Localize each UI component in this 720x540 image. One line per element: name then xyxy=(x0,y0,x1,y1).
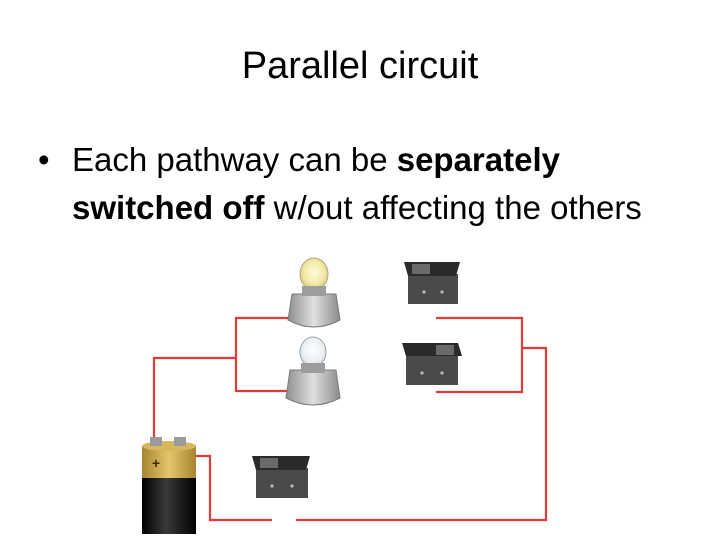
bulb-2-glass xyxy=(299,336,327,368)
bullet-marker: • xyxy=(38,141,50,178)
bullet-text-bold: separately switched off xyxy=(72,141,560,226)
switch-2 xyxy=(402,343,462,385)
bulb-2-socket xyxy=(285,369,341,406)
bulb-1-glass xyxy=(299,257,329,291)
bulb-1-socket xyxy=(287,293,341,328)
wire-to-middle-left xyxy=(152,356,236,440)
battery: + xyxy=(142,437,196,534)
switch-1 xyxy=(404,262,460,304)
slide-title: Parallel circuit xyxy=(241,45,479,87)
wire-upper-right xyxy=(436,316,524,394)
wire-upper-left xyxy=(234,316,292,393)
bullet-text-plain-1: Each pathway can be xyxy=(72,141,397,178)
bullet-text-plain-2: w/out affecting the others xyxy=(264,189,642,226)
bullet-text: Each pathway can be separately switched … xyxy=(72,136,682,232)
wire-right-main xyxy=(296,346,548,522)
wires xyxy=(152,316,548,522)
bulb-1 xyxy=(287,257,341,328)
battery-plus-label: + xyxy=(152,455,160,471)
bulb-2 xyxy=(285,336,341,406)
switch-3 xyxy=(252,456,310,498)
